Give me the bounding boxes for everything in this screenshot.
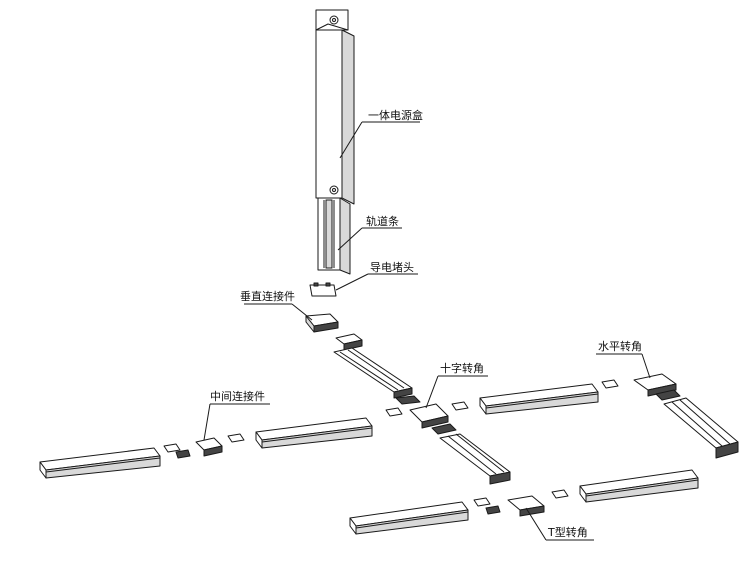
label-middle-connector: 中间连接件	[210, 390, 265, 403]
label-cross-corner: 十字转角	[440, 362, 484, 375]
leader-end-cap	[335, 273, 369, 291]
leader-rail	[337, 227, 363, 251]
leader-power-box	[339, 121, 363, 159]
leader-lines	[203, 121, 651, 541]
rail-cross-right	[479, 383, 599, 415]
rail-upper-diagonal	[333, 333, 413, 399]
rail-t-left	[349, 501, 469, 535]
rail-cross-left	[255, 417, 373, 449]
leader-horizontal-corner	[641, 353, 651, 379]
end-cap	[309, 282, 337, 297]
leader-vertical-connector	[291, 303, 313, 321]
rail-far-left	[39, 447, 161, 479]
leader-cross-corner	[425, 375, 439, 409]
label-vertical-connector: 垂直连接件	[240, 290, 295, 303]
vertical-rail	[317, 197, 351, 275]
label-end-cap: 导电堵头	[370, 261, 414, 274]
label-rail: 轨道条	[366, 215, 399, 228]
label-power-box: 一体电源盒	[368, 109, 423, 122]
rail-t-right	[579, 469, 699, 503]
leader-middle-connector	[203, 403, 211, 441]
vertical-connector-part	[305, 313, 339, 333]
middle-connector-part	[163, 433, 245, 459]
horizontal-corner-part	[601, 373, 681, 401]
t-corner-part	[473, 489, 569, 517]
leader-t-corner	[525, 507, 547, 541]
cross-corner-part	[385, 395, 469, 435]
label-t-corner: T型转角	[548, 526, 588, 539]
rail-horizontal-corner-down	[663, 397, 739, 459]
label-horizontal-corner: 水平转角	[598, 340, 642, 353]
rail-cross-down	[439, 433, 511, 485]
power-box	[315, 9, 355, 205]
